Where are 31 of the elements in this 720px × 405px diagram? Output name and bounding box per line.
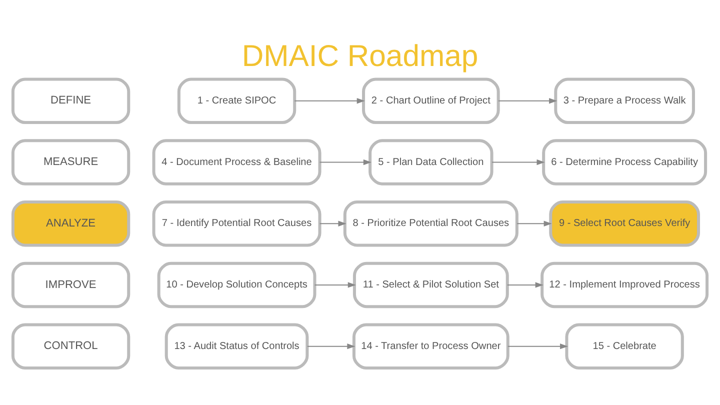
node-box: 10 - Develop Solution Concepts — [157, 261, 316, 308]
arrow — [307, 343, 356, 349]
arrow — [294, 98, 365, 104]
arrow — [498, 98, 558, 104]
node-box: 13 - Audit Status of Controls — [164, 322, 309, 369]
node-box: 5 - Plan Data Collection — [368, 138, 494, 185]
node-box: 9 - Select Root Causes Verify — [549, 200, 700, 246]
node-box: 3 - Prepare a Process Walk — [554, 77, 695, 124]
node-box: 4 - Document Process & Baseline — [152, 138, 322, 185]
node-box: 12 - Implement Improved Process — [540, 261, 709, 308]
node-box: 8 - Prioritize Potential Root Causes — [343, 200, 518, 246]
node-box: 14 - Transfer to Process Owner — [352, 322, 510, 369]
node-box: 2 - Chart Outline of Project — [362, 77, 500, 124]
node-box: 15 - Celebrate — [565, 322, 684, 369]
node-box: MEASURE — [11, 138, 130, 185]
node-box: 11 - Select & Pilot Solution Set — [352, 261, 509, 308]
arrow — [492, 158, 545, 165]
arrow — [508, 343, 568, 349]
node-box: IMPROVE — [11, 261, 130, 308]
node-box: CONTROL — [11, 322, 130, 369]
arrow — [320, 220, 346, 226]
diagram-title: DMAIC Roadmap — [242, 40, 478, 73]
node-box: 6 - Determine Process Capability — [542, 138, 708, 185]
arrow — [320, 158, 372, 165]
node-box: 7 - Identify Potential Root Causes — [152, 200, 322, 246]
arrow — [507, 282, 544, 288]
arrow — [314, 282, 356, 288]
node-box: ANALYZE — [11, 200, 130, 246]
node-box: 1 - Create SIPOC — [177, 77, 296, 124]
node-box: DEFINE — [11, 77, 130, 124]
arrow — [517, 220, 552, 226]
